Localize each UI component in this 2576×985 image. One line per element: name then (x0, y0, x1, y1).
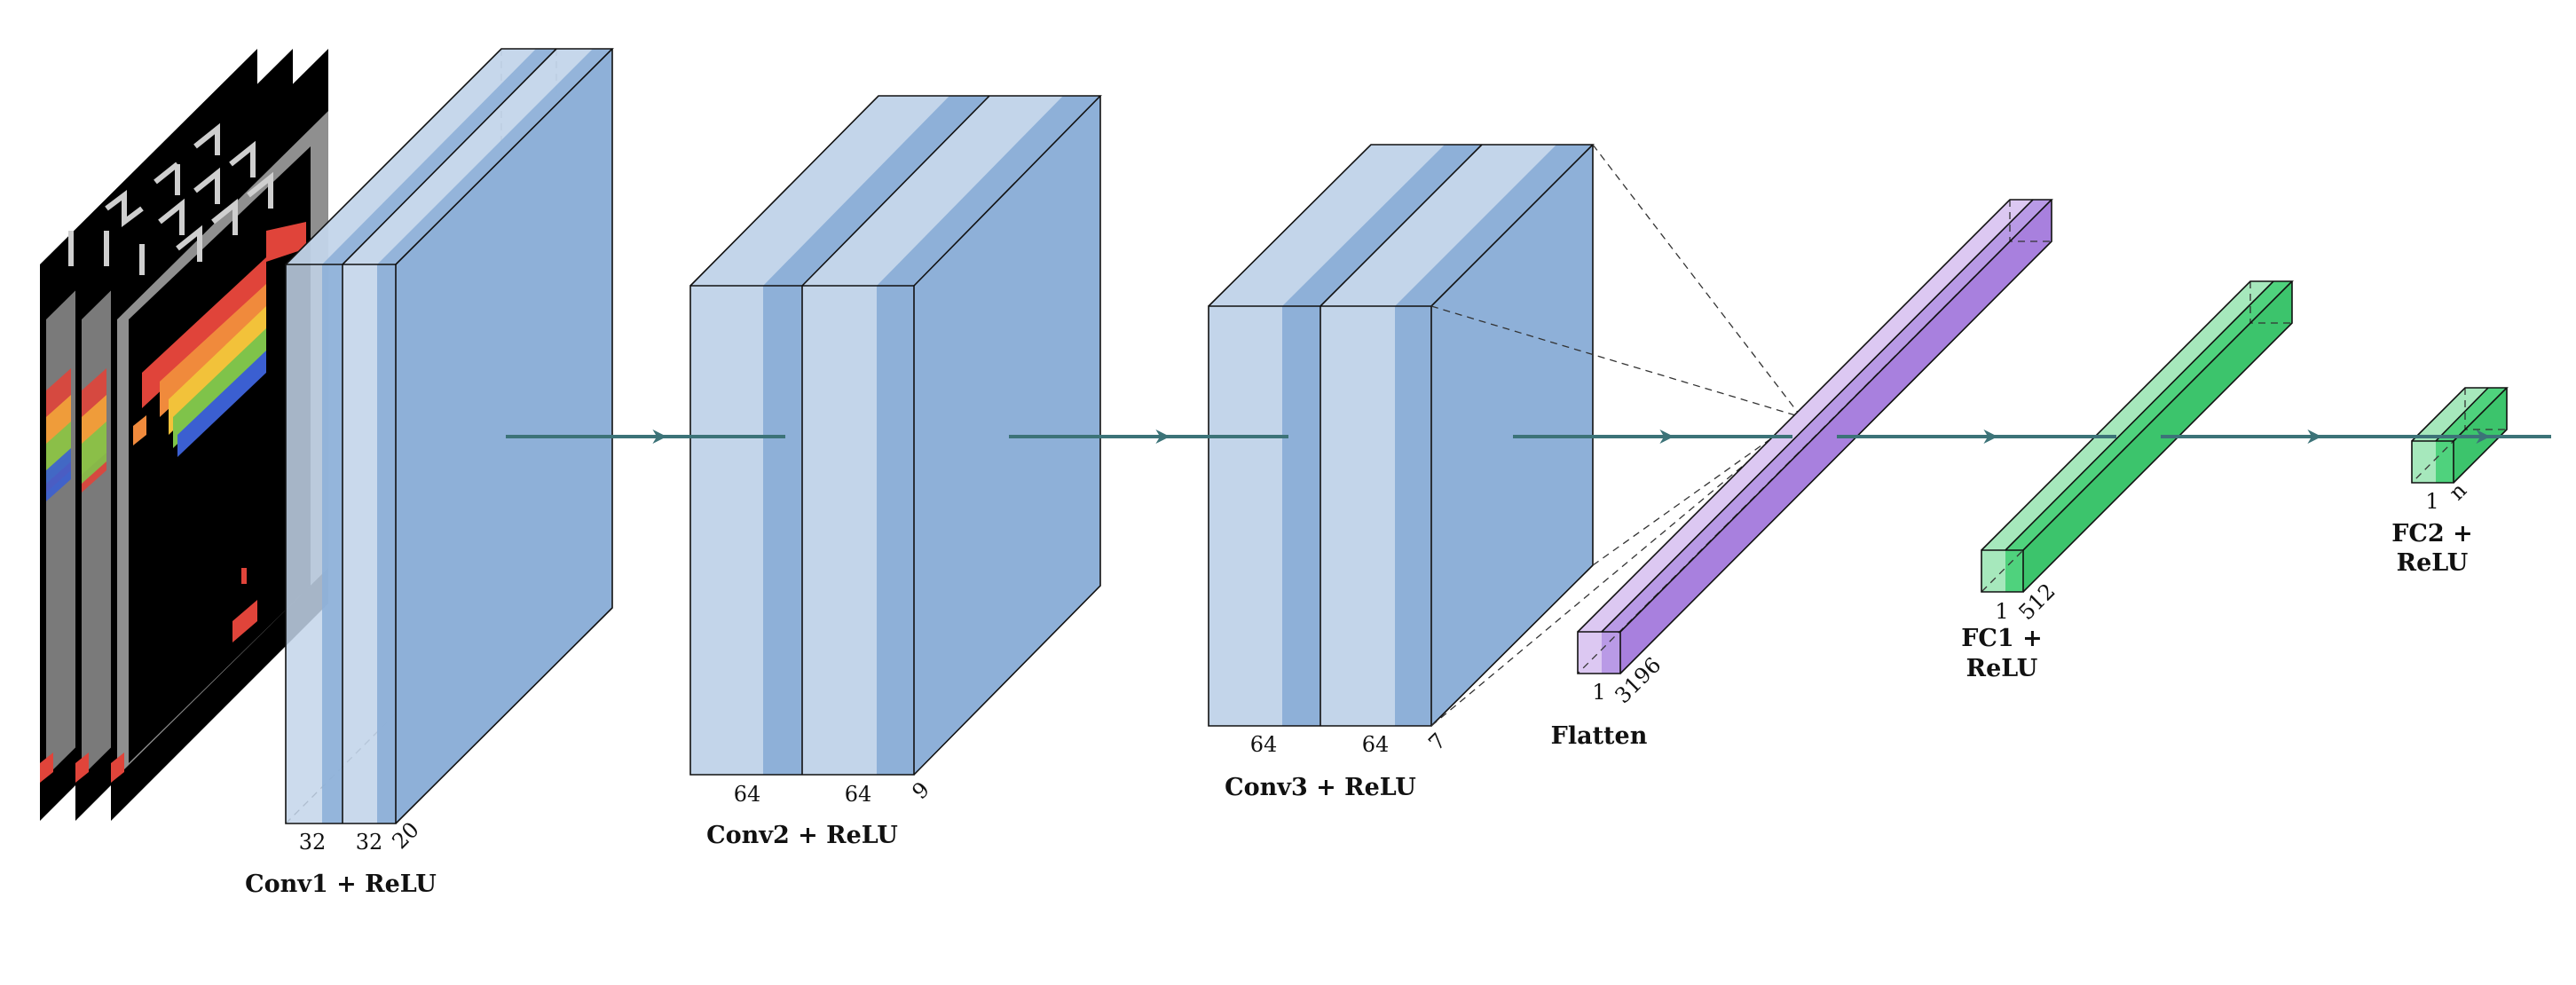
flatten-caption: Flatten (1551, 722, 1648, 750)
projection-lines (1430, 144, 1802, 727)
conv3-dim-3: 7 (1423, 729, 1451, 756)
conv1-caption: Conv1 + ReLU (245, 871, 437, 898)
conv2-dim-3: 9 (907, 777, 934, 805)
fc1-layer (1981, 280, 2294, 593)
conv2-caption: Conv2 + ReLU (706, 822, 898, 849)
flatten-dim-1: 1 (1592, 680, 1605, 705)
fc1-dim-1: 1 (1995, 599, 2008, 624)
input-frames (40, 49, 328, 821)
fc2-dim-1: 1 (2425, 489, 2438, 514)
conv1-dim-2: 32 (356, 830, 383, 855)
conv1-dim-1: 32 (299, 830, 327, 855)
layer-captions: Conv1 + ReLU Conv2 + ReLU Conv3 + ReLU F… (245, 520, 2473, 898)
fc2-caption-line-1: FC2 + (2391, 520, 2472, 548)
fc1-caption-line-2: ReLU (1966, 655, 2038, 682)
conv3-layer (1208, 144, 1595, 727)
conv3-dim-2: 64 (1362, 732, 1390, 757)
conv2-dim-1: 64 (734, 782, 761, 807)
input-frame-3 (68, 49, 328, 821)
conv1-layer (285, 48, 614, 824)
conv3-caption: Conv3 + ReLU (1225, 774, 1416, 801)
flatten-layer (1577, 199, 2053, 674)
conv2-dim-2: 64 (845, 782, 872, 807)
conv2-layer (689, 95, 1102, 776)
fc2-caption-line-2: ReLU (2397, 549, 2469, 577)
conv3-dim-1: 64 (1250, 732, 1278, 757)
fc2-layer (2411, 387, 2509, 484)
fc1-caption-line-1: FC1 + (1961, 625, 2042, 652)
